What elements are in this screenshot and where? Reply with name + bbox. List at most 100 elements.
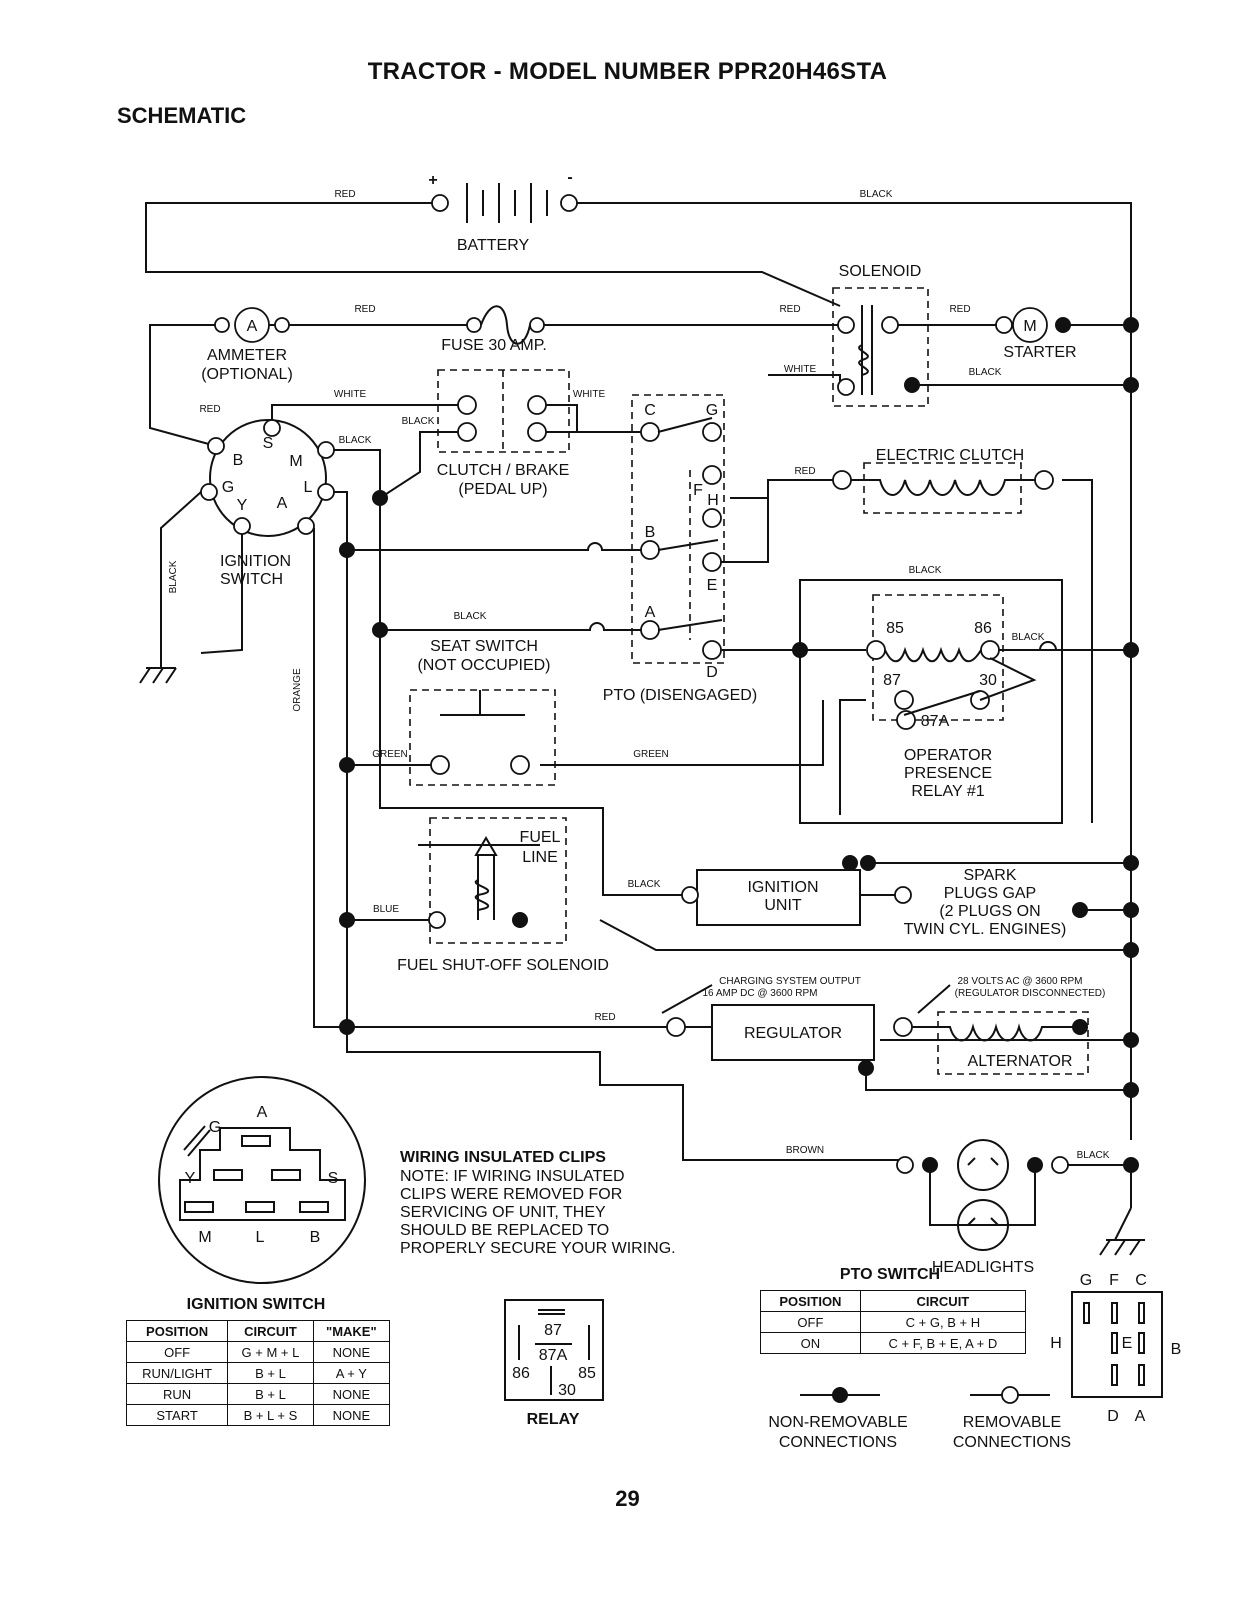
pto-switch-table: POSITION CIRCUIT OFF C + G, B + H ON C +… [760, 1290, 1027, 1354]
table-row: POSITION CIRCUIT [760, 1290, 1027, 1312]
ign-terminal-s: S [263, 435, 274, 452]
pto-terminal-diagram: G F C H E B D A [1050, 1272, 1181, 1425]
seat-wire-black: BLACK [454, 611, 487, 622]
pto-diagram-e: E [1122, 1335, 1133, 1352]
table-cell: C + F, B + E, A + D [859, 1332, 1027, 1354]
battery-plus: + [428, 172, 437, 189]
ign-terminal-m: M [289, 453, 302, 470]
ign-terminal-a: A [277, 495, 288, 512]
battery-wire-black: BLACK [860, 189, 893, 200]
ignition-wire-black: BLACK [339, 435, 372, 446]
pto-diagram-c: C [1135, 1272, 1147, 1289]
starter: M STARTER [995, 307, 1077, 361]
relay-terminal-87a: 87A [921, 713, 950, 730]
wiring-note: WIRING INSULATED CLIPS NOTE: IF WIRING I… [400, 1149, 676, 1257]
relay-terminal-30: 30 [979, 672, 997, 689]
fuel-wire-blue: BLUE [373, 904, 399, 915]
headlight-wire-brown: BROWN [786, 1145, 824, 1156]
spark-label-1: SPARK [963, 867, 1016, 884]
ign-terminal-y: Y [237, 497, 248, 514]
table-header: POSITION [760, 1290, 861, 1312]
wire-orange: ORANGE [292, 668, 303, 712]
table-cell: C + G, B + H [859, 1311, 1027, 1333]
battery-label: BATTERY [457, 237, 530, 254]
starter-label: STARTER [1003, 344, 1076, 361]
battery-minus: - [567, 169, 572, 186]
charging-output-2: 16 AMP DC @ 3600 RPM [702, 988, 817, 999]
pto-terminal-f: F [693, 482, 703, 499]
operator-presence-label-3: RELAY #1 [911, 783, 984, 800]
battery: + - BATTERY RED BLACK [334, 169, 892, 254]
relay-wire-green: GREEN [633, 749, 669, 760]
wires [139, 202, 1145, 1256]
table-row: ON C + F, B + E, A + D [760, 1332, 1027, 1354]
regulator-alternator: REGULATOR ALTERNATOR CHARGING SYSTEM OUT… [594, 976, 1105, 1076]
table-cell: NONE [312, 1383, 391, 1405]
pto-terminal-e: E [707, 577, 718, 594]
pto-terminal-a: A [645, 604, 656, 621]
page-title: TRACTOR - MODEL NUMBER PPR20H46STA [367, 58, 888, 85]
ignition-switch-label-1: IGNITION [220, 553, 291, 570]
table-row: OFF C + G, B + H [760, 1311, 1027, 1333]
table-cell: B + L [227, 1383, 314, 1405]
seat-switch-label: SEAT SWITCH [430, 638, 538, 655]
note-line-4: SHOULD BE REPLACED TO [400, 1222, 609, 1239]
pto-diagram-a: A [1135, 1408, 1146, 1425]
headlights-label: HEADLIGHTS [932, 1259, 1034, 1276]
pedal-up-label: (PEDAL UP) [458, 481, 547, 498]
solenoid-wire-white: WHITE [784, 364, 817, 375]
face-s: S [328, 1170, 339, 1187]
fuel-line-label-2: LINE [522, 849, 558, 866]
table-cell: OFF [125, 1341, 229, 1363]
note-line-2: CLIPS WERE REMOVED FOR [400, 1186, 622, 1203]
socket-85: 85 [578, 1365, 596, 1382]
pto-diagram-h: H [1050, 1335, 1062, 1352]
fuse-label: FUSE 30 AMP. [441, 337, 547, 354]
spark-label-2: PLUGS GAP [944, 885, 1036, 902]
face-g: G [209, 1119, 221, 1136]
table-cell: OFF [760, 1311, 861, 1333]
pto-diagram-g: G [1080, 1272, 1092, 1289]
socket-86: 86 [512, 1365, 530, 1382]
ignition-switch-label-2: SWITCH [220, 571, 283, 588]
table-header: POSITION [125, 1320, 229, 1342]
relay-terminal-85: 85 [886, 620, 904, 637]
note-line-3: SERVICING OF UNIT, THEY [400, 1204, 606, 1221]
electric-clutch: ELECTRIC CLUTCH RED BLACK [794, 447, 1054, 576]
relay-wire-black-2: BLACK [1012, 632, 1045, 643]
alternator-volts-1: 28 VOLTS AC @ 3600 RPM [957, 976, 1082, 987]
clutch-wire-white: WHITE [334, 389, 367, 400]
starter-letter: M [1023, 318, 1036, 335]
battery-wire-red: RED [334, 189, 355, 200]
page-number: 29 [615, 1486, 640, 1511]
pto-diagram-b: B [1171, 1341, 1182, 1358]
relay-socket: 87 87A 86 85 30 RELAY [504, 1299, 604, 1428]
face-y: Y [185, 1170, 196, 1187]
table-cell: B + L [227, 1362, 314, 1384]
relay-terminal-86: 86 [974, 620, 992, 637]
table-header: CIRCUIT [859, 1290, 1027, 1312]
face-m: M [198, 1229, 211, 1246]
ground-wire-black: BLACK [168, 560, 179, 593]
spark-label-3: (2 PLUGS ON [939, 903, 1040, 920]
starter-wire-black: BLACK [969, 367, 1002, 378]
pto-diagram-d: D [1107, 1408, 1119, 1425]
table-cell: RUN/LIGHT [125, 1362, 229, 1384]
ignition-wire-black-2: BLACK [628, 879, 661, 890]
headlights: HEADLIGHTS BROWN BLACK [786, 1139, 1110, 1276]
ammeter: A AMMETER (OPTIONAL) RED RED [199, 304, 375, 415]
operator-presence-label-2: PRESENCE [904, 765, 992, 782]
headlight-wire-black: BLACK [1077, 1150, 1110, 1161]
fuel-line-label-1: FUEL [520, 829, 561, 846]
note-line-1: NOTE: IF WIRING INSULATED [400, 1168, 625, 1185]
removable-label-2: CONNECTIONS [953, 1434, 1071, 1451]
socket-30: 30 [558, 1382, 576, 1399]
section-label: SCHEMATIC [117, 103, 247, 128]
pto-terminal-d: D [706, 664, 718, 681]
charging-output-1: CHARGING SYSTEM OUTPUT [719, 976, 861, 987]
pto-terminal-b: B [645, 524, 656, 541]
table-row: OFF G + M + L NONE [125, 1341, 391, 1363]
socket-87: 87 [544, 1322, 562, 1339]
clutch-brake-switch: CLUTCH / BRAKE (PEDAL UP) WHITE WHITE BL… [334, 369, 605, 498]
